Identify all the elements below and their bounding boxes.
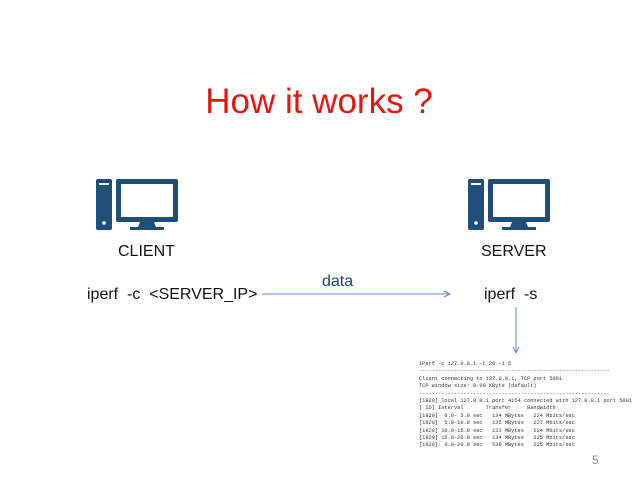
terminal-line: Client connecting to 127.0.0.1, TCP port… bbox=[419, 375, 563, 382]
server-computer-icon bbox=[468, 179, 550, 230]
data-arrow bbox=[262, 290, 452, 298]
server-label: SERVER bbox=[481, 243, 547, 260]
client-label: CLIENT bbox=[118, 243, 175, 260]
terminal-output: iPerf -c 127.0.0.1 -t 20 -i 5-----------… bbox=[419, 361, 635, 450]
terminal-line: [1920] 10.0-15.0 sec 133 MBytes 224 Mbit… bbox=[419, 427, 575, 434]
client-command: iperf -c <SERVER_IP> bbox=[87, 286, 258, 303]
client-computer-icon bbox=[96, 179, 178, 230]
data-arrow-label: data bbox=[322, 273, 354, 290]
terminal-line: [1920] 5.0-10.0 sec 135 MBytes 227 Mbits… bbox=[419, 420, 575, 427]
terminal-line: [ ID] Interval Transfer Bandwidth bbox=[419, 405, 556, 412]
terminal-line: [1920] 0.0- 5.0 sec 134 MBytes 224 Mbits… bbox=[419, 412, 575, 419]
terminal-line: [1920] local 127.0.0.1 port 4154 connect… bbox=[419, 397, 632, 404]
terminal-line: TCP window size: 8.00 KByte (default) bbox=[419, 383, 537, 390]
output-arrow bbox=[512, 307, 520, 355]
server-command: iperf -s bbox=[484, 286, 538, 303]
terminal-line: [1920] 0.0-20.0 sec 536 MBytes 225 Mbits… bbox=[419, 442, 575, 449]
terminal-line: ----------------------------------------… bbox=[419, 368, 610, 375]
terminal-line: iPerf -c 127.0.0.1 -t 20 -i 5 bbox=[419, 361, 512, 367]
slide-title: How it works ? bbox=[205, 82, 433, 121]
page-number: 5 bbox=[592, 453, 599, 467]
terminal-line: ----------------------------------------… bbox=[419, 390, 610, 397]
terminal-line: [1920] 15.0-20.0 sec 134 MBytes 225 Mbit… bbox=[419, 434, 575, 441]
